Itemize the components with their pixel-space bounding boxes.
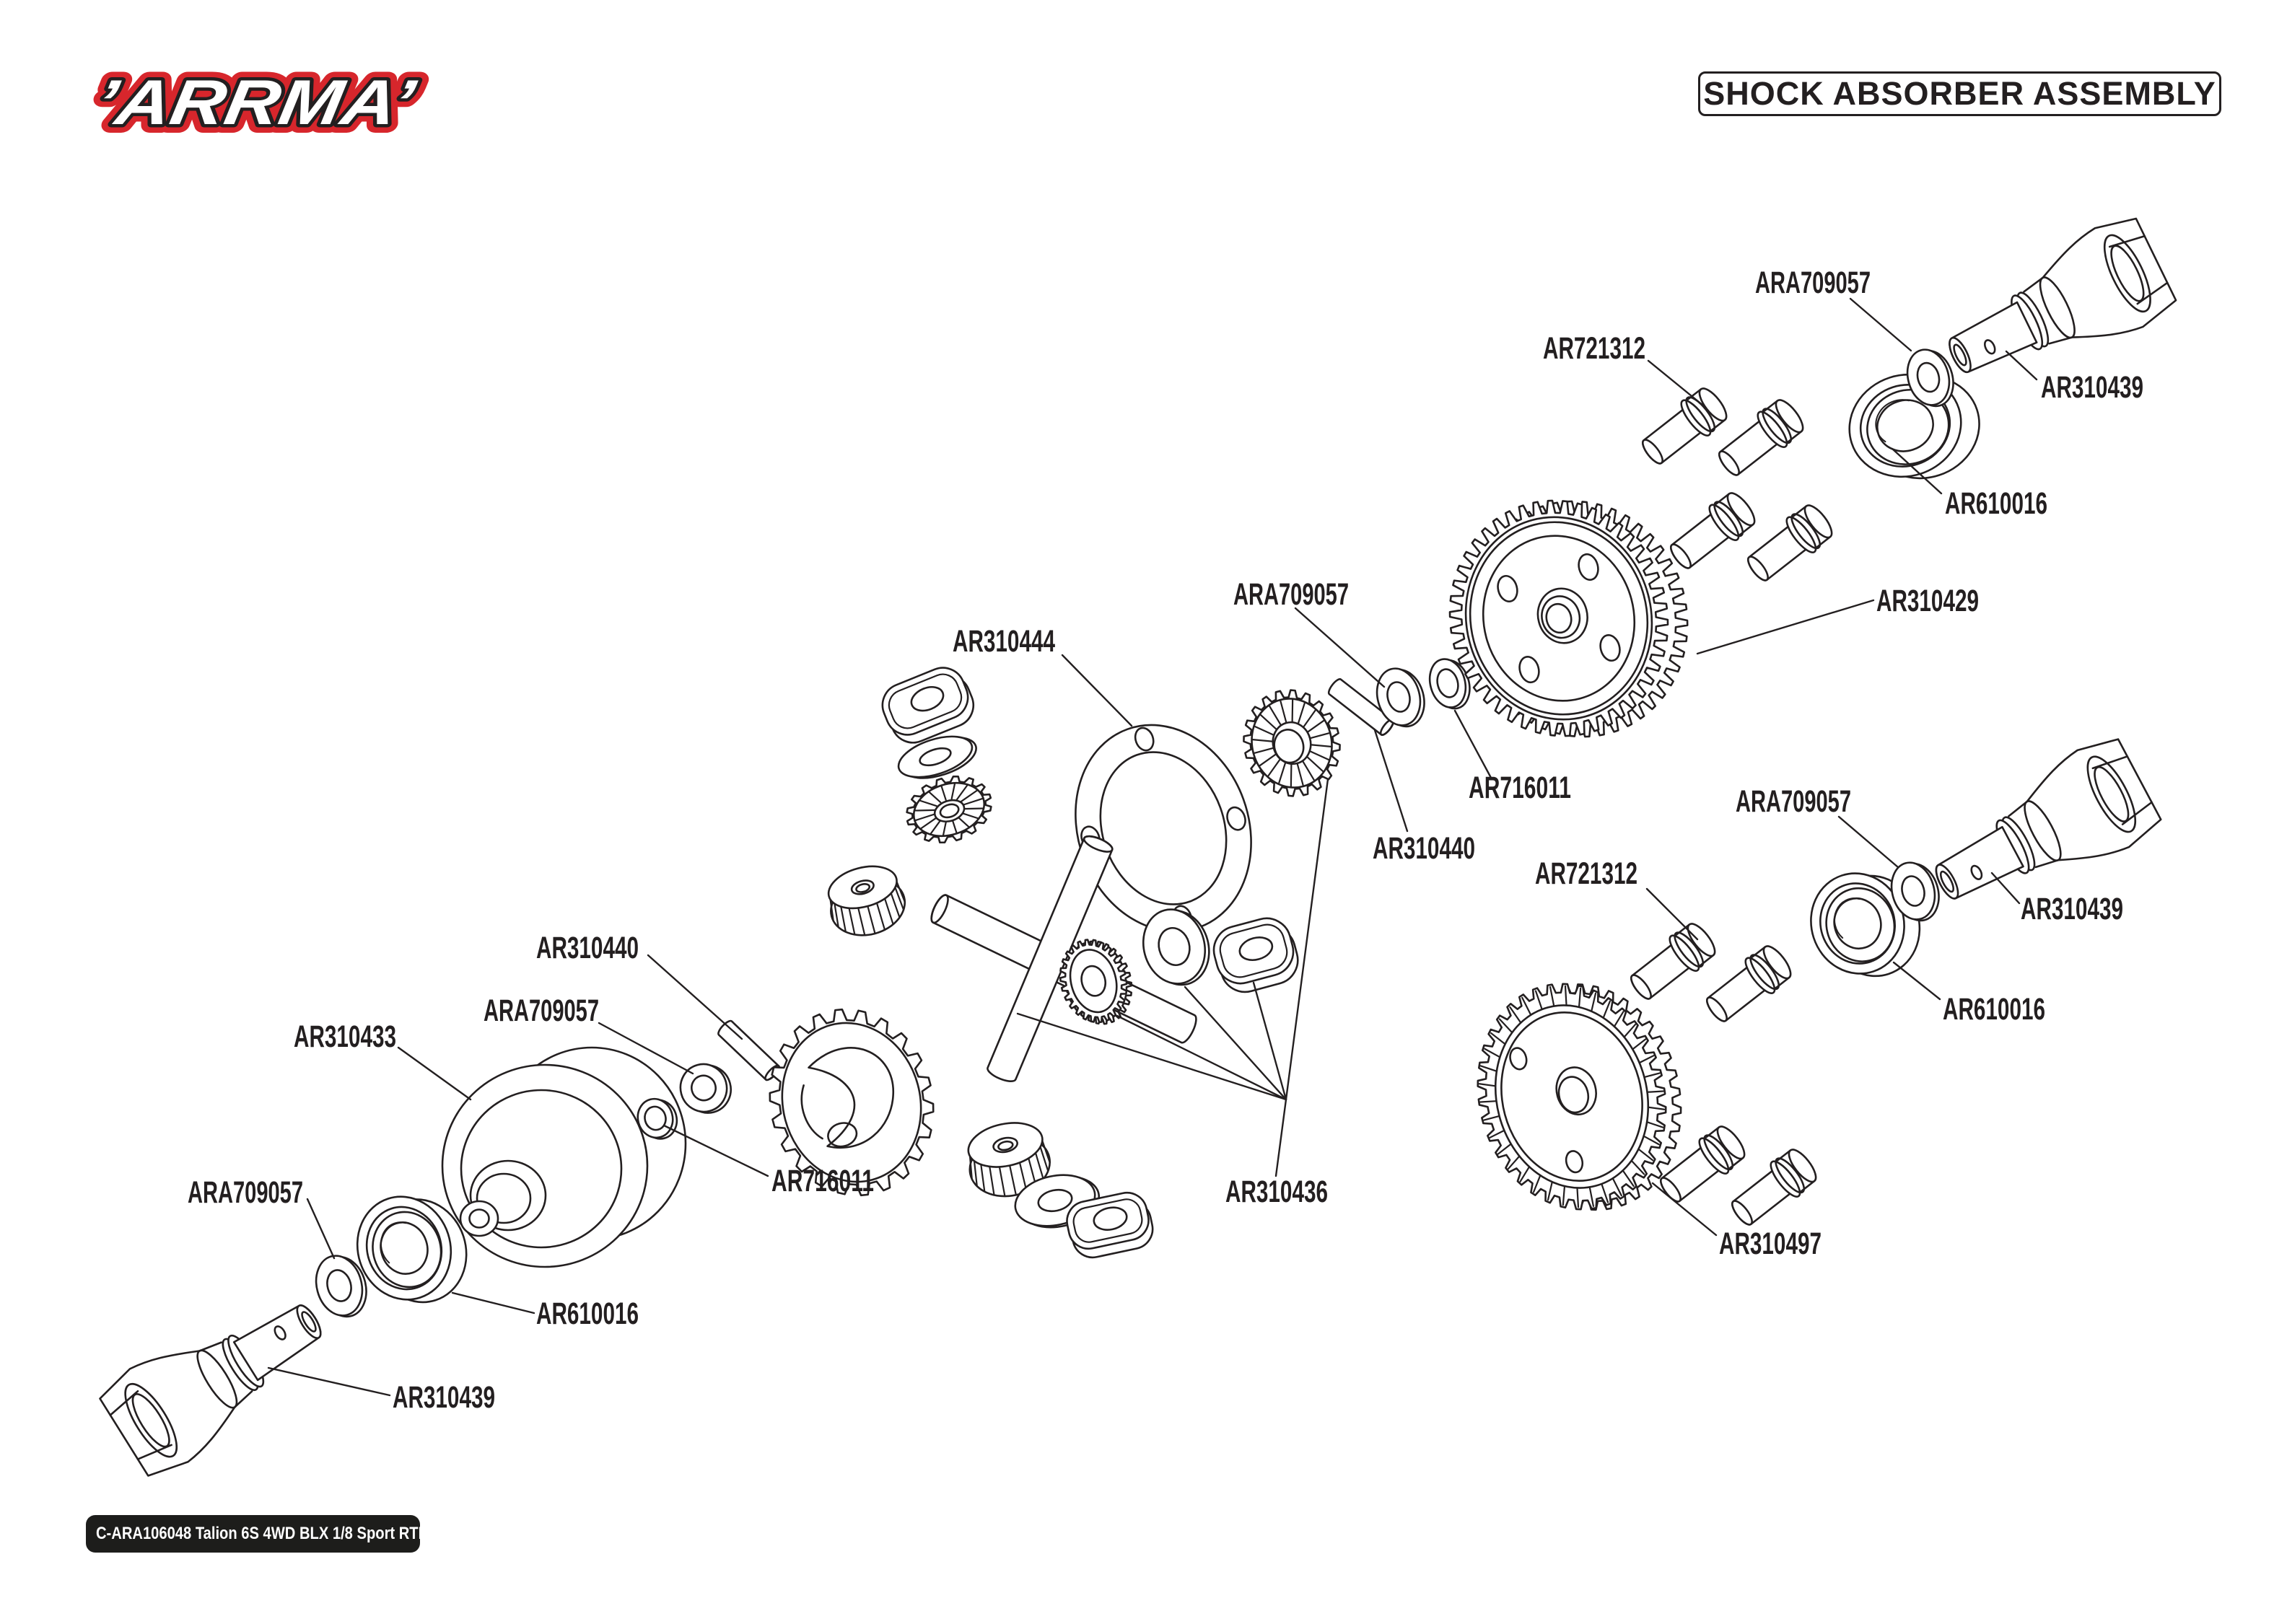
screw-pin-AR721312 xyxy=(1706,945,1792,1022)
screw-pin-AR721312 xyxy=(1747,504,1833,581)
diff-pressure-pad xyxy=(1066,1191,1154,1259)
model-badge-label: C-ARA106048 Talion 6S 4WD BLX 1/8 Sport … xyxy=(96,1524,420,1543)
thrust-washer xyxy=(897,735,977,779)
part-label-AR310429: AR310429 xyxy=(1876,584,1979,618)
arrma-logo: ’ARRMA’ ’ARRMA’ xyxy=(82,63,430,139)
diff-output-gear-AR310436 xyxy=(769,1008,935,1197)
ball-bearing xyxy=(356,1195,468,1304)
part-label-AR310440: AR310440 xyxy=(536,931,639,965)
bevel-side-gear xyxy=(1243,689,1341,797)
screw-pin-AR721312 xyxy=(1718,399,1804,476)
leader-lines xyxy=(267,297,2038,1397)
part-label-AR310444: AR310444 xyxy=(953,624,1055,659)
screw-pin-AR721312 xyxy=(1630,923,1716,1000)
shim-washer-ARA709057 xyxy=(1376,667,1425,728)
serrated-washer xyxy=(1059,939,1133,1025)
page-title-box: SHOCK ABSORBER ASSEMBLY xyxy=(1698,71,2221,116)
bevel-side-gear xyxy=(906,775,992,844)
shim-washer-ARA709057 xyxy=(1906,348,1954,408)
o-ring-AR716011 xyxy=(637,1097,678,1140)
arrma-logo-text: ’ARRMA’ xyxy=(90,67,421,138)
shim-washer-ARA709057 xyxy=(315,1255,367,1318)
part-label-AR610016: AR610016 xyxy=(536,1296,639,1331)
cross-pin-AR310440 xyxy=(717,1019,780,1081)
bevel-spider-gear xyxy=(967,1122,1051,1198)
part-label-ARA709057: ARA709057 xyxy=(484,993,599,1028)
part-label-AR721312: AR721312 xyxy=(1543,331,1645,366)
part-label-AR716011: AR716011 xyxy=(771,1164,874,1198)
arrma-logo-outline: ’ARRMA’ xyxy=(90,67,421,138)
ring-gear-assembly xyxy=(1477,738,2162,1226)
screw-pin-AR721312 xyxy=(1731,1149,1817,1226)
part-label-ARA709057: ARA709057 xyxy=(1736,784,1851,819)
outdrive-shaft-AR310439 xyxy=(1935,738,2162,900)
part-label-AR610016: AR610016 xyxy=(1945,486,2047,521)
diff-case-AR310433 xyxy=(441,1046,687,1268)
part-label-AR610016: AR610016 xyxy=(1943,992,2045,1027)
part-label-AR310436: AR310436 xyxy=(1225,1175,1328,1209)
diff-internals xyxy=(769,658,1471,1259)
part-label-ARA709057: ARA709057 xyxy=(1233,577,1349,612)
ring-gear-AR310497 xyxy=(1477,983,1682,1211)
part-labels: ARA709057AR721312AR310439AR610016AR31042… xyxy=(188,265,2143,1415)
bevel-spider-gear xyxy=(827,865,906,936)
cross-shaft xyxy=(987,835,1114,1083)
outdrive-shaft-AR310439 xyxy=(1949,217,2177,374)
left-diff-assembly xyxy=(99,1019,780,1477)
part-label-AR310439: AR310439 xyxy=(2041,370,2143,405)
screw-pin-AR721312 xyxy=(1642,387,1728,465)
serrated-front xyxy=(1059,939,1128,1024)
part-label-AR310439: AR310439 xyxy=(2021,892,2123,926)
page-title: SHOCK ABSORBER ASSEMBLY xyxy=(1703,75,2216,112)
diff-pressure-pad xyxy=(1212,917,1299,993)
shim-washer-ARA709057 xyxy=(679,1063,732,1114)
shim-washer xyxy=(1142,908,1210,986)
diff-pressure-pad xyxy=(881,667,975,744)
part-label-ARA709057: ARA709057 xyxy=(1755,265,1871,300)
screw-pin-AR721312 xyxy=(1660,1125,1746,1203)
part-label-AR310433: AR310433 xyxy=(294,1019,396,1054)
outdrive-shaft-AR310439 xyxy=(99,1304,322,1477)
spur-gear-AR310429 xyxy=(1448,499,1689,738)
model-badge: C-ARA106048 Talion 6S 4WD BLX 1/8 Sport … xyxy=(86,1515,420,1553)
spur-gear-assembly xyxy=(1448,217,2177,738)
part-label-AR721312: AR721312 xyxy=(1535,856,1637,891)
gasket-AR310444 xyxy=(1075,724,1252,933)
part-label-AR310440: AR310440 xyxy=(1373,831,1475,866)
part-label-AR310497: AR310497 xyxy=(1719,1226,1822,1261)
shim-washer-ARA709057 xyxy=(1890,861,1940,922)
part-label-AR716011: AR716011 xyxy=(1469,771,1571,805)
part-label-ARA709057: ARA709057 xyxy=(188,1175,303,1210)
ball-bearing xyxy=(1810,872,1921,978)
screw-pin-AR721312 xyxy=(1670,492,1756,569)
part-label-AR310439: AR310439 xyxy=(393,1380,495,1415)
o-ring-AR716011 xyxy=(1428,658,1471,710)
